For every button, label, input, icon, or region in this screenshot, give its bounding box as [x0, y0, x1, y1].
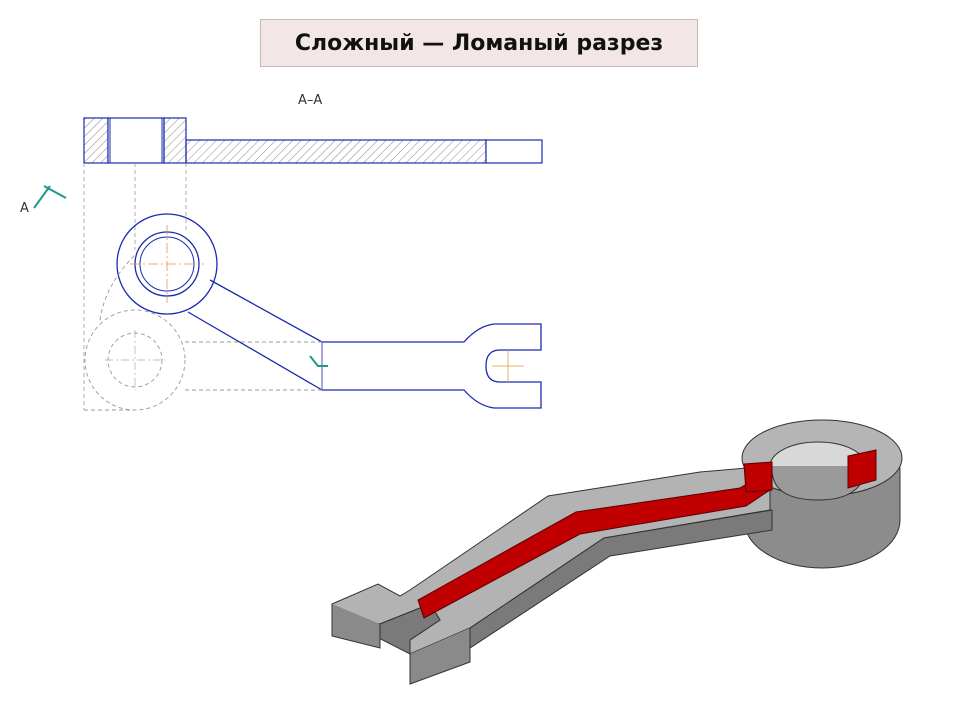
slide-title-box: Сложный — Ломаный разрез: [260, 19, 698, 67]
section-label: А–А: [298, 93, 322, 108]
plan-view: [84, 213, 542, 411]
section-view: [83, 117, 543, 164]
slide-title: Сложный — Ломаный разрез: [294, 30, 664, 56]
projection-lines: [83, 163, 187, 410]
isometric-model: [331, 419, 903, 685]
cut-marker: А: [20, 185, 67, 216]
cut-label: А: [20, 201, 29, 216]
